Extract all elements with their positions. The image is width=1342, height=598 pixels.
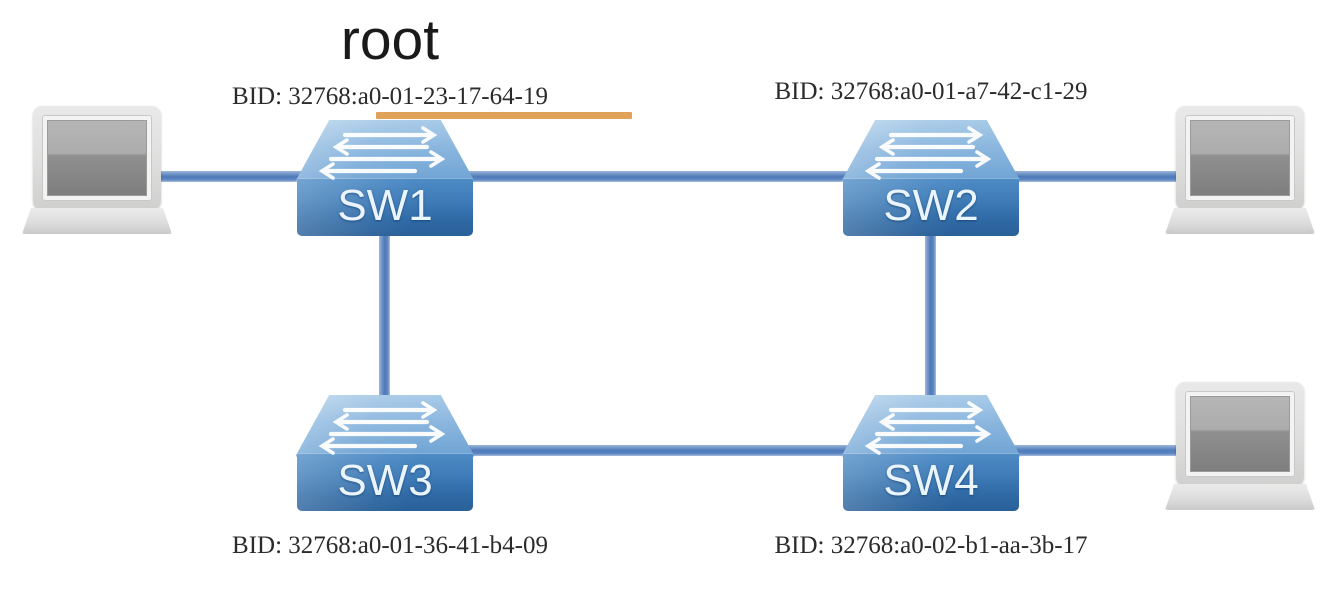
switch-arrows-icon	[864, 401, 992, 455]
laptop-base	[1165, 208, 1315, 234]
link-pc1-sw1	[160, 171, 340, 182]
host-pc1	[22, 106, 172, 238]
laptop-lid-icon	[1176, 106, 1304, 210]
link-sw3-sw4	[420, 445, 920, 456]
switch-label: SW2	[883, 181, 979, 230]
laptop-lid-icon	[33, 106, 161, 210]
bid-label-sw2: BID: 32768:a0-01-a7-42-c1-29	[774, 78, 1088, 105]
bid-label-sw1: BID: 32768:a0-01-23-17-64-19	[232, 83, 548, 110]
host-pc3	[1165, 382, 1315, 514]
switch-sw3[interactable]: SW3	[295, 395, 475, 513]
switch-front-face	[843, 453, 1019, 511]
laptop-screen	[1190, 396, 1290, 472]
laptop-screen	[47, 120, 147, 196]
root-title: root	[340, 8, 440, 72]
link-sw1-sw2	[420, 171, 920, 182]
laptop-bezel	[1185, 391, 1295, 477]
bid-label-sw3: BID: 32768:a0-01-36-41-b4-09	[232, 532, 548, 559]
link-sw1-sw3	[379, 215, 390, 420]
switch-arrows-icon	[864, 126, 992, 180]
laptop-base	[1165, 484, 1315, 510]
switch-front-face	[297, 178, 473, 236]
switch-sw4[interactable]: SW4	[841, 395, 1021, 513]
laptop-screen	[1190, 120, 1290, 196]
switch-arrows-icon	[318, 401, 446, 455]
link-sw2-pc2	[950, 171, 1180, 182]
laptop-base	[22, 208, 172, 234]
switch-arrows-icon	[318, 126, 446, 180]
host-pc2	[1165, 106, 1315, 238]
laptop-lid-icon	[1176, 382, 1304, 486]
switch-label: SW3	[337, 456, 433, 505]
switch-front-face	[843, 178, 1019, 236]
switch-sw2[interactable]: SW2	[841, 120, 1021, 238]
laptop-bezel	[42, 115, 152, 201]
link-sw2-sw4	[925, 215, 936, 420]
link-sw4-pc3	[950, 445, 1180, 456]
switch-label: SW1	[337, 181, 433, 230]
switch-label: SW4	[883, 456, 979, 505]
bid-label-sw4: BID: 32768:a0-02-b1-aa-3b-17	[774, 532, 1088, 559]
root-bid-highlight	[376, 112, 632, 119]
switch-front-face	[297, 453, 473, 511]
laptop-bezel	[1185, 115, 1295, 201]
switch-sw1[interactable]: SW1	[295, 120, 475, 238]
